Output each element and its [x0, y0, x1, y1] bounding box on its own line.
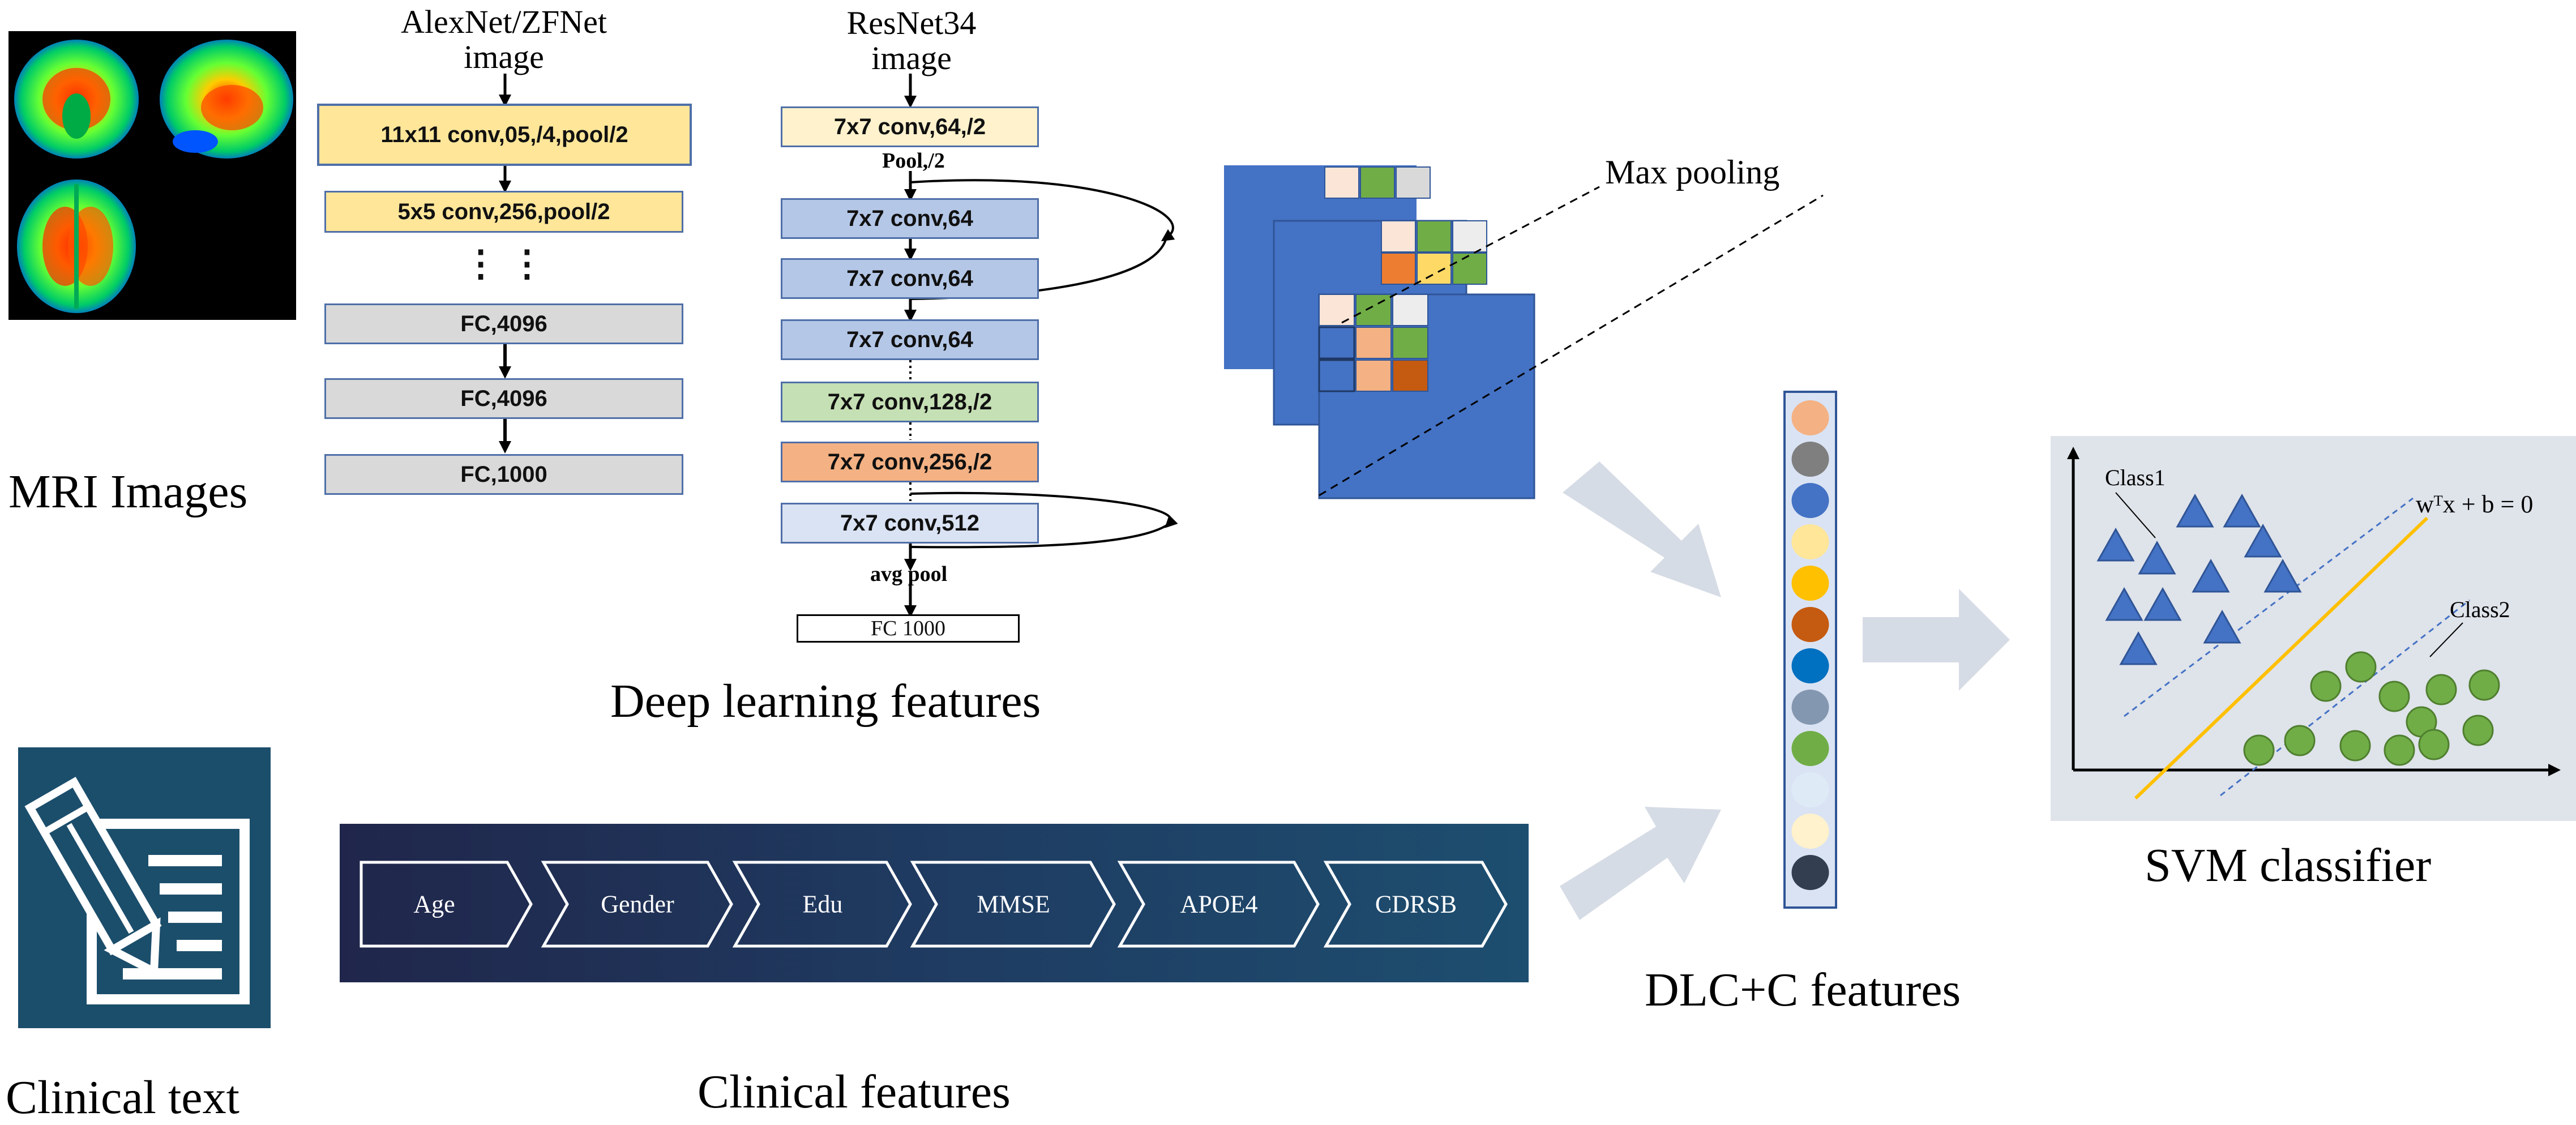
clinical-text-caption: Clinical text: [6, 1071, 239, 1124]
clinical-chevrons: [360, 861, 1508, 948]
alexnet-layer-5: FC,1000: [324, 454, 683, 495]
feature-dot: [1791, 648, 1829, 683]
feature-dot: [1791, 772, 1829, 807]
alexnet-title-line1: AlexNet/ZFNet: [400, 3, 607, 40]
mri-image-panel: [8, 31, 296, 320]
clinical-chevron: [910, 861, 1116, 948]
clinical-chevron-label: CDRSB: [1375, 890, 1457, 918]
feature-dot: [1791, 814, 1829, 849]
arrow-clinical-to-features: [1560, 807, 1721, 920]
clinical-chevron-label: MMSE: [977, 890, 1050, 918]
resnet-fc-box: FC 1000: [797, 614, 1020, 643]
resnet-avg-pool-label: avg pool: [870, 562, 948, 586]
svm-classifier-caption: SVM classifier: [2145, 839, 2432, 892]
resnet-layer-5: 7x7 conv,128,/2: [781, 382, 1039, 422]
resnet-layer-3: 7x7 conv,64: [781, 258, 1039, 299]
svm-class2-point: [2310, 670, 2342, 702]
svm-class2-point: [2378, 681, 2410, 712]
resnet-title-line2: image: [871, 40, 952, 76]
alexnet-title-line2: image: [464, 39, 544, 75]
clinical-chevron: [732, 861, 912, 948]
clinical-chevron-label: APOE4: [1180, 890, 1258, 918]
resnet-layer-1: 7x7 conv,64,/2: [781, 106, 1039, 147]
clinical-chevron-label: Edu: [802, 890, 843, 918]
resnet-layer-6: 7x7 conv,256,/2: [781, 442, 1039, 482]
svm-class2-point: [2243, 734, 2275, 766]
svm-class2-point: [2345, 651, 2377, 683]
mri-brain-scans: [14, 40, 293, 313]
max-pooling-feature-maps: [1224, 165, 1824, 499]
svm-class2-point: [2339, 730, 2371, 762]
svm-classifier-plot: Class1 Class2 wᵀx + b = 0: [2051, 436, 2576, 821]
dlc-features-caption: DLC+C features: [1645, 964, 1961, 1016]
clinical-chevron-label: Age: [413, 890, 455, 918]
resnet-layer-7: 7x7 conv,512: [781, 503, 1039, 544]
svm-class2-point: [2468, 669, 2500, 701]
feature-dot: [1791, 442, 1829, 477]
deep-learning-caption: Deep learning features: [610, 675, 1041, 728]
clinical-chevron: [360, 861, 533, 948]
alexnet-layer-1: 11x11 conv,05,/4,pool/2: [317, 104, 692, 166]
svm-hyperplane-equation: wᵀx + b = 0: [2416, 490, 2533, 518]
clinical-chevron: [1117, 861, 1320, 948]
clinical-chevron-label: Gender: [601, 890, 674, 918]
resnet-skip-connection: [910, 491, 1178, 528]
feature-dot: [1791, 524, 1829, 559]
svm-class1-point: [2203, 609, 2241, 644]
feature-dot: [1791, 566, 1829, 601]
feature-dot: [1791, 855, 1829, 890]
svm-class2-point: [2425, 674, 2457, 705]
feature-dot: [1791, 731, 1829, 766]
svm-class1-point: [2223, 493, 2261, 528]
clinical-features-caption: Clinical features: [698, 1066, 1011, 1118]
feature-vector-dots: [1791, 400, 1829, 890]
svm-class2-point: [2384, 734, 2415, 766]
svm-class2-label: Class2: [2450, 597, 2510, 622]
svm-class2-point: [2418, 729, 2450, 760]
svm-class1-point: [2176, 493, 2214, 528]
resnet-skip-connection: [910, 179, 1175, 242]
arrow-to-svm: [1863, 589, 2010, 691]
svm-class1-point: [2096, 527, 2135, 562]
max-pooling-label: Max pooling: [1605, 153, 1780, 191]
alexnet-title: AlexNet/ZFNet image: [323, 5, 685, 75]
feature-dot: [1791, 483, 1829, 518]
svm-class2-point: [2462, 715, 2494, 746]
clinical-text-icon-bg: [18, 747, 271, 1028]
document-pencil-icon: [24, 777, 250, 1004]
feature-dot: [1791, 400, 1829, 435]
resnet-pool-label: Pool,/2: [882, 149, 945, 173]
svm-hyperplane: [2134, 516, 2429, 800]
feature-dot: [1791, 690, 1829, 725]
feature-dot: [1791, 607, 1829, 642]
svm-class1-point: [2105, 587, 2143, 621]
alexnet-layer-4: FC,4096: [324, 378, 683, 419]
resnet-layer-2: 7x7 conv,64: [781, 198, 1039, 239]
alexnet-layer-3: FC,4096: [324, 303, 683, 344]
alexnet-layer-2: 5x5 conv,256,pool/2: [324, 191, 683, 233]
resnet-skip-connection: [910, 523, 1170, 549]
clinical-chevron-labels: Age Gender Edu MMSE APOE4 CDRSB: [340, 824, 1529, 982]
svm-class1-point: [2263, 558, 2302, 593]
resnet-layer-4: 7x7 conv,64: [781, 319, 1039, 360]
svm-class1-point: [2138, 540, 2176, 575]
svm-class1-point: [2192, 558, 2230, 593]
clinical-chevron: [541, 861, 733, 948]
resnet-title-line1: ResNet34: [846, 5, 977, 41]
svm-class1-label: Class1: [2105, 465, 2166, 490]
svm-class1-point: [2143, 587, 2182, 621]
mri-images-caption: MRI Images: [8, 465, 248, 518]
arrow-to-features: [1563, 461, 1721, 597]
svm-class1-point: [2119, 631, 2158, 665]
svm-class1-point: [2244, 523, 2282, 558]
clinical-chevron: [1323, 861, 1508, 948]
svm-class2-point: [2284, 725, 2316, 756]
resnet-title: ResNet34 image: [753, 6, 1070, 76]
alexnet-ellipsis: ⋮ ⋮: [463, 242, 545, 284]
